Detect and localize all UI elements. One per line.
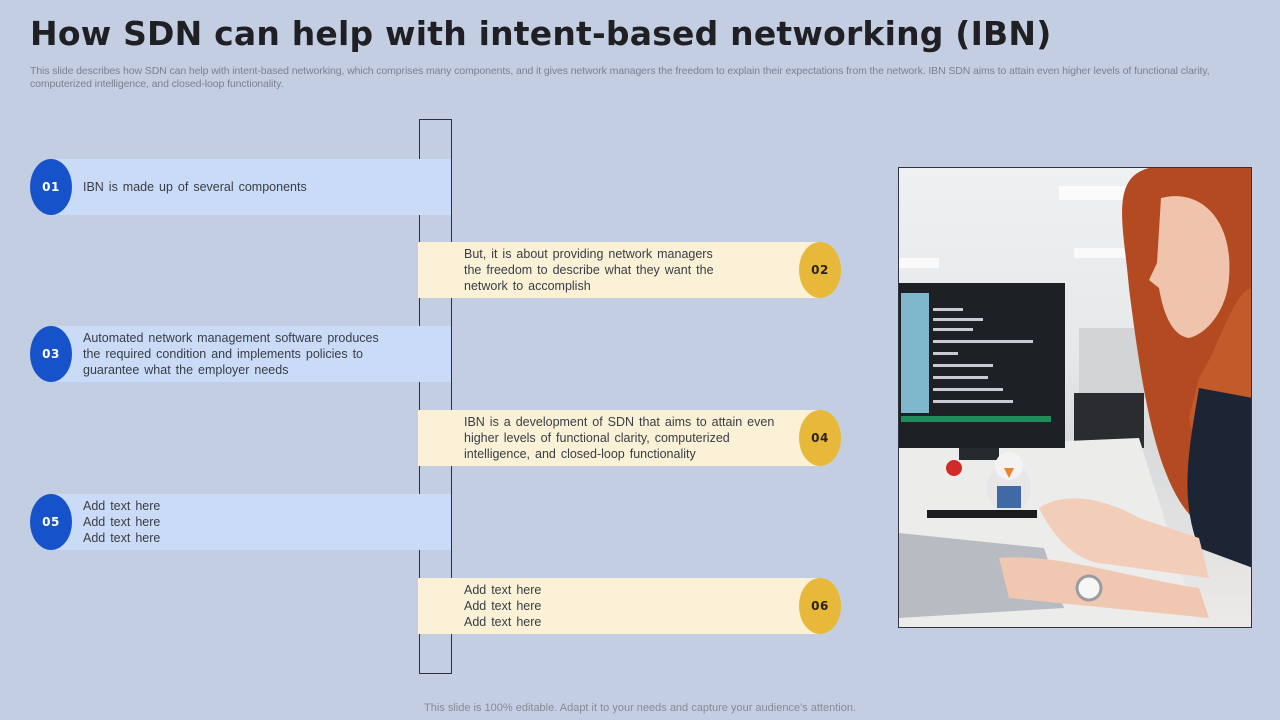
office-photo — [898, 167, 1252, 628]
step-04-line-3: intelligence, and closed-loop functional… — [464, 447, 696, 461]
step-06-number: 06 — [811, 599, 829, 613]
step-01-bar: IBN is made up of several components — [51, 159, 451, 215]
step-05-line-1: Add text here — [83, 499, 161, 513]
step-01-line-1: IBN is made up of several components — [83, 180, 307, 194]
slide-subtitle: This slide describes how SDN can help wi… — [30, 65, 1210, 90]
step-05-line-2: Add text here — [83, 515, 161, 529]
step-04-bar: IBN is a development of SDN that aims to… — [418, 410, 820, 466]
step-05-bar: Add text here Add text here Add text her… — [51, 494, 451, 550]
step-02-line-3: network to accomplish — [464, 279, 591, 293]
step-01-text: IBN is made up of several components — [83, 179, 307, 195]
step-03-line-1: Automated network management software pr… — [83, 331, 379, 345]
ceiling-light — [899, 258, 939, 268]
ceiling-light — [1074, 248, 1144, 258]
step-05-line-3: Add text here — [83, 531, 161, 545]
monitor-panel — [901, 293, 929, 413]
step-04-line-2: higher levels of functional clarity, com… — [464, 431, 730, 445]
code-lines — [933, 308, 1033, 403]
step-03-line-3: guarantee what the employer needs — [83, 363, 289, 377]
penguin-beak — [1004, 468, 1014, 478]
blouse — [1187, 388, 1251, 568]
step-01-number: 01 — [42, 180, 60, 194]
step-04-text: IBN is a development of SDN that aims to… — [464, 414, 774, 462]
forearm — [999, 557, 1209, 618]
slide-title: How SDN can help with intent-based netwo… — [30, 14, 1052, 53]
step-02-text: But, it is about providing network manag… — [464, 246, 714, 294]
arm — [1039, 498, 1209, 578]
flower-toy — [946, 460, 962, 476]
step-06-badge: 06 — [799, 578, 841, 634]
step-04-number: 04 — [811, 431, 829, 445]
penguin-head — [995, 452, 1023, 480]
wristwatch — [1075, 574, 1103, 602]
step-06-line-3: Add text here — [464, 615, 542, 629]
slide-footer: This slide is 100% editable. Adapt it to… — [424, 702, 856, 714]
step-02-line-2: the freedom to describe what they want t… — [464, 263, 714, 277]
step-02-line-1: But, it is about providing network manag… — [464, 247, 713, 261]
status-bar — [901, 416, 1051, 422]
step-03-badge: 03 — [30, 326, 72, 382]
step-03-number: 03 — [42, 347, 60, 361]
penguin-shirt — [997, 486, 1021, 508]
step-05-number: 05 — [42, 515, 60, 529]
step-05-badge: 05 — [30, 494, 72, 550]
photo-illustration — [899, 168, 1251, 627]
step-01-badge: 01 — [30, 159, 72, 215]
step-06-bar: Add text here Add text here Add text her… — [418, 578, 820, 634]
step-03-line-2: the required condition and implements po… — [83, 347, 363, 361]
step-03-bar: Automated network management software pr… — [51, 326, 451, 382]
step-06-line-2: Add text here — [464, 599, 542, 613]
step-02-number: 02 — [811, 263, 829, 277]
step-02-bar: But, it is about providing network manag… — [418, 242, 820, 298]
toy-base — [927, 510, 1037, 518]
step-06-text: Add text here Add text here Add text her… — [464, 582, 541, 630]
face — [1149, 196, 1230, 338]
step-05-text: Add text here Add text here Add text her… — [83, 498, 160, 546]
step-03-text: Automated network management software pr… — [83, 330, 379, 378]
step-02-badge: 02 — [799, 242, 841, 298]
monitor-stand — [959, 448, 999, 460]
step-06-line-1: Add text here — [464, 583, 542, 597]
step-04-badge: 04 — [799, 410, 841, 466]
timeline-spine — [419, 119, 452, 674]
step-04-line-1: IBN is a development of SDN that aims to… — [464, 415, 775, 429]
